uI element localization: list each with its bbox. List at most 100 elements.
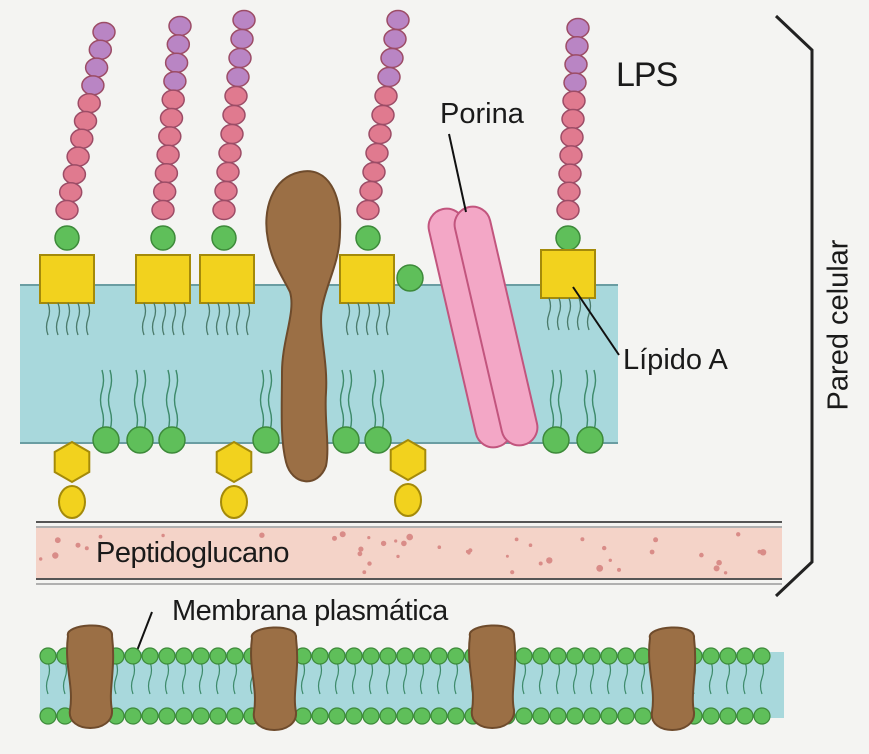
lps-sugar-bead	[369, 125, 391, 144]
membrane-head-bottom	[414, 708, 430, 724]
membrane-protein	[67, 625, 113, 728]
membrane-head-top	[533, 648, 549, 664]
peptidoglycan-dot	[736, 532, 740, 536]
lipoprotein-anchor	[395, 484, 421, 516]
lps-sugar-bead	[162, 90, 184, 109]
lps-sugar-bead	[372, 106, 394, 125]
peptidoglycan-dot	[467, 551, 471, 555]
lps-core-bead	[556, 226, 580, 250]
membrane-head-bottom	[618, 708, 634, 724]
lps-sugar-bead	[381, 49, 403, 68]
membrane-head-top	[210, 648, 226, 664]
phospholipid-head	[365, 427, 391, 453]
membrane-head-top	[516, 648, 532, 664]
phospholipid-head	[93, 427, 119, 453]
lps-sugar-bead	[564, 73, 586, 92]
label-porina: Porina	[440, 98, 524, 131]
lps-core-bead	[356, 226, 380, 250]
membrane-head-bottom	[737, 708, 753, 724]
membrane-head-bottom	[210, 708, 226, 724]
lipid-a-square	[40, 255, 94, 303]
peptidoglycan-dot	[362, 570, 366, 574]
membrane-head-bottom	[635, 708, 651, 724]
membrane-head-bottom	[550, 708, 566, 724]
peptidoglycan-dot	[506, 555, 509, 558]
lipoprotein-hexagon	[55, 442, 90, 482]
peptidoglycan-dot	[617, 568, 621, 572]
lps-sugar-bead	[558, 182, 580, 201]
membrane-head-top	[193, 648, 209, 664]
lps-sugar-bead	[86, 58, 108, 77]
peptidoglycan-dot	[515, 538, 519, 542]
peptidoglycan-dot	[716, 560, 722, 566]
lps-sugar-bead	[231, 30, 253, 49]
peptidoglycan-dot	[401, 541, 407, 547]
lps-sugar-bead	[67, 147, 89, 166]
lps-sugar-bead	[567, 19, 589, 38]
peptidoglycan-dot	[699, 553, 704, 558]
lps-sugar-bead	[217, 163, 239, 182]
membrane-head-bottom	[448, 708, 464, 724]
lps-sugar-bead	[227, 68, 249, 87]
peptidoglycan-dot	[381, 541, 386, 546]
peptidoglycan-dot	[438, 545, 442, 549]
membrane-head-bottom	[295, 708, 311, 724]
lipoprotein-hexagon	[217, 442, 252, 482]
lps-sugar-bead	[563, 91, 585, 110]
membrane-protein	[251, 627, 297, 730]
membrane-head-bottom	[193, 708, 209, 724]
lps-sugar-bead	[89, 40, 111, 59]
lps-sugar-bead	[221, 125, 243, 144]
peptidoglycan-dot	[55, 537, 61, 543]
membrane-head-top	[754, 648, 770, 664]
membrane-head-top	[584, 648, 600, 664]
peptidoglycan-dot	[406, 534, 413, 541]
lps-sugar-bead	[557, 201, 579, 220]
membrane-head-top	[448, 648, 464, 664]
lps-sugar-bead	[60, 183, 82, 202]
lps-core-bead	[397, 265, 423, 291]
lps-sugar-bead	[229, 49, 251, 68]
peptidoglycan-dot	[367, 536, 370, 539]
membrane-head-top	[567, 648, 583, 664]
lipoprotein-anchor	[59, 486, 85, 518]
membrane-head-bottom	[346, 708, 362, 724]
lps-sugar-bead	[164, 72, 186, 91]
membrane-head-bottom	[176, 708, 192, 724]
lps-sugar-bead	[219, 144, 241, 163]
lps-sugar-bead	[155, 164, 177, 183]
membrane-head-bottom	[40, 708, 56, 724]
peptidoglycan-dot	[546, 557, 552, 563]
phospholipid-head	[543, 427, 569, 453]
peptidoglycan-dot	[394, 539, 397, 542]
lps-sugar-bead	[169, 17, 191, 36]
lipid-a-square	[541, 250, 595, 298]
membrane-head-top	[397, 648, 413, 664]
lps-sugar-bead	[63, 165, 85, 184]
membrane-head-bottom	[125, 708, 141, 724]
lps-core-bead	[212, 226, 236, 250]
lps-sugar-bead	[366, 144, 388, 163]
membrane-head-top	[703, 648, 719, 664]
phospholipid-head	[253, 427, 279, 453]
pared-celular-bracket	[776, 16, 812, 596]
phospholipid-head	[159, 427, 185, 453]
lps-sugar-bead	[384, 30, 406, 49]
lps-sugar-bead	[387, 11, 409, 30]
lipoprotein-anchor	[221, 486, 247, 518]
peptidoglycan-dot	[529, 543, 533, 547]
membrane-head-top	[176, 648, 192, 664]
lps-sugar-bead	[559, 164, 581, 183]
peptidoglycan-dot	[358, 551, 363, 556]
membrane-head-top	[40, 648, 56, 664]
lps-sugar-bead	[562, 110, 584, 129]
lps-sugar-bead	[154, 182, 176, 201]
membrane-head-top	[159, 648, 175, 664]
peptidoglycan-dot	[653, 537, 658, 542]
lps-sugar-bead	[159, 127, 181, 146]
peptidoglycan-dot	[85, 546, 89, 550]
lps-sugar-bead	[378, 68, 400, 87]
peptidoglycan-dot	[580, 537, 584, 541]
lps-sugar-bead	[161, 109, 183, 128]
lipid-a-square	[340, 255, 394, 303]
